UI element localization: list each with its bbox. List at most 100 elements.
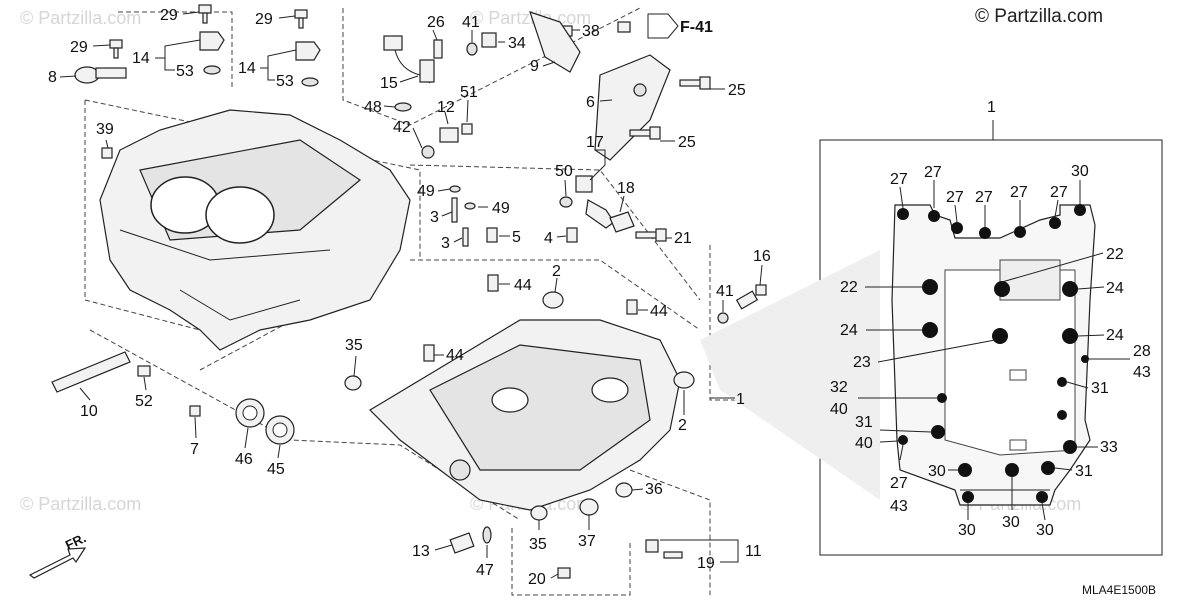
callout-24: 24 <box>1106 327 1124 344</box>
sensor-14b <box>295 41 321 87</box>
group-box-14-left <box>118 11 233 90</box>
bearing-46 <box>235 398 265 428</box>
callout-49: 49 <box>417 183 435 200</box>
watermark-top-center: © Partzilla.com <box>470 8 591 28</box>
callout-44: 44 <box>650 303 668 320</box>
group-box-20 <box>511 528 631 596</box>
callout-29: 29 <box>160 7 178 24</box>
callout-19: 19 <box>697 555 715 572</box>
callout-32: 32 <box>830 379 848 396</box>
front-direction-marker: FR. <box>28 530 88 579</box>
callout-20: 20 <box>528 571 546 588</box>
bolt-25a <box>679 76 711 90</box>
callout-24: 24 <box>1106 280 1124 297</box>
callout-28: 28 <box>1133 343 1151 360</box>
callout-30: 30 <box>1036 522 1054 539</box>
callout-40: 40 <box>855 435 873 452</box>
callout-24: 24 <box>840 322 858 339</box>
bush-2b <box>673 371 695 389</box>
callout-39: 39 <box>96 121 114 138</box>
bolt-markers <box>897 204 1089 503</box>
sensor-17-18-50 <box>559 175 635 233</box>
callout-16: 16 <box>753 248 771 265</box>
bolt-25b <box>629 126 661 140</box>
switch-13-washer-47 <box>449 526 492 554</box>
dowel-7 <box>189 405 201 417</box>
callout-1: 1 <box>736 391 745 408</box>
callout-11: 11 <box>745 543 762 560</box>
callout-29: 29 <box>70 39 88 56</box>
bolt-19 <box>645 539 683 559</box>
callout-labels: 29 29 29 14 53 14 53 8 26 41 34 38 9 15 … <box>48 7 1151 588</box>
diagram-code: MLA4E1500B <box>1082 583 1156 597</box>
callout-51: 51 <box>460 84 478 101</box>
callout-41: 41 <box>716 283 734 300</box>
callout-1: 1 <box>987 99 996 116</box>
callout-10: 10 <box>80 403 98 420</box>
callout-45: 45 <box>267 461 285 478</box>
bolt-29c <box>109 39 123 59</box>
bolt-52 <box>137 365 151 377</box>
callout-27: 27 <box>890 475 908 492</box>
callout-2: 2 <box>678 417 687 434</box>
group-box-lower-right <box>629 469 711 595</box>
callout-27: 27 <box>946 189 964 206</box>
callout-8: 8 <box>48 69 57 86</box>
bush-2a <box>542 291 564 309</box>
callout-31: 31 <box>1075 463 1093 480</box>
callout-29: 29 <box>255 11 273 28</box>
callout-47: 47 <box>476 562 494 579</box>
lower-crankcase <box>369 319 681 511</box>
callout-30: 30 <box>958 522 976 539</box>
crankcase-mating-face <box>891 204 1096 506</box>
harness-15 <box>383 35 443 112</box>
callout-9: 9 <box>530 58 539 75</box>
callout-21: 21 <box>674 230 692 247</box>
bearing-45 <box>265 415 295 445</box>
callout-26: 26 <box>427 14 445 31</box>
callout-42: 42 <box>393 119 411 136</box>
callout-2: 2 <box>552 263 561 280</box>
washer-41a-bolt-34-38 <box>466 21 631 56</box>
cover-6 <box>594 54 671 161</box>
callout-35: 35 <box>529 536 547 553</box>
callout-6: 6 <box>586 94 595 111</box>
callout-23: 23 <box>853 354 871 371</box>
callout-18: 18 <box>617 180 635 197</box>
callout-30: 30 <box>928 463 946 480</box>
callout-7: 7 <box>190 441 199 458</box>
plug-37 <box>579 498 599 516</box>
upper-crankcase <box>99 109 411 351</box>
bolt-21 <box>635 228 667 242</box>
callout-44: 44 <box>514 277 532 294</box>
callout-3: 3 <box>430 209 439 226</box>
callout-27: 27 <box>1050 184 1068 201</box>
callout-14: 14 <box>132 50 150 67</box>
callout-25: 25 <box>728 82 746 99</box>
callout-46: 46 <box>235 451 253 468</box>
plug-35b <box>530 505 548 521</box>
callout-43: 43 <box>1133 364 1151 381</box>
nut-36 <box>615 482 633 498</box>
callout-53: 53 <box>176 63 194 80</box>
callout-27: 27 <box>1010 184 1028 201</box>
callout-35: 35 <box>345 337 363 354</box>
bracket-9 <box>529 11 581 73</box>
callout-30: 30 <box>1071 163 1089 180</box>
ref-arrow-label: F-41 <box>680 19 713 36</box>
callout-41: 41 <box>462 14 480 31</box>
group-box-sensor <box>342 7 641 126</box>
callout-43: 43 <box>890 498 908 515</box>
callout-31: 31 <box>855 414 873 431</box>
callout-17: 17 <box>586 134 604 151</box>
callout-50: 50 <box>555 163 573 180</box>
pins-3-49 <box>449 185 476 247</box>
callout-31: 31 <box>1091 380 1109 397</box>
bolt-29a <box>198 4 212 24</box>
clamp-8 <box>74 66 127 84</box>
callout-5: 5 <box>512 229 521 246</box>
callout-12: 12 <box>437 99 455 116</box>
dowels-4-5 <box>486 227 578 243</box>
